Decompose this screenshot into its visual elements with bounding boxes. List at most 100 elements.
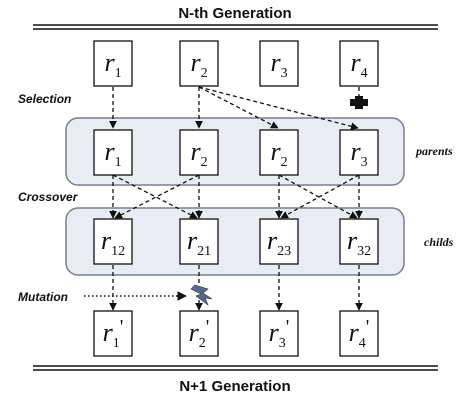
node-label-base: r bbox=[350, 137, 361, 166]
node-label-base: r bbox=[187, 226, 198, 255]
node-label: r2 bbox=[270, 137, 287, 170]
node-box bbox=[179, 129, 219, 176]
node-label-base: r bbox=[270, 48, 281, 77]
node-box bbox=[179, 40, 219, 87]
node-label-sub: 2 bbox=[281, 155, 288, 170]
title-top: N-th Generation bbox=[178, 5, 291, 22]
label-parents: parents bbox=[415, 144, 453, 158]
node-label-sub: 2 bbox=[199, 336, 206, 351]
node-label: r1' bbox=[103, 316, 124, 351]
node-label-base: r bbox=[269, 318, 280, 347]
arrow-cx-6 bbox=[278, 174, 358, 219]
node-parents-3: r2 bbox=[259, 129, 299, 176]
node-label-sub: 4 bbox=[359, 336, 366, 351]
node-box bbox=[259, 129, 299, 176]
label-childs: childs bbox=[424, 235, 454, 249]
node-label-base: r bbox=[189, 318, 200, 347]
node-label-prime: ' bbox=[206, 316, 210, 338]
lightning-bolt-icon bbox=[190, 284, 213, 306]
node-parents-2: r2 bbox=[179, 129, 219, 176]
node-label: r2 bbox=[190, 48, 207, 81]
node-childs-4: r32 bbox=[339, 218, 379, 265]
node-label: r4 bbox=[350, 48, 367, 81]
node-box bbox=[179, 218, 219, 265]
node-label-sub: 2 bbox=[201, 155, 208, 170]
node-label-sub: 12 bbox=[111, 244, 125, 259]
node-box bbox=[339, 218, 379, 265]
node-next-4: r4' bbox=[339, 310, 379, 357]
node-next-1: r1' bbox=[93, 310, 133, 357]
node-label-base: r bbox=[270, 137, 281, 166]
arrow-cx-7 bbox=[280, 174, 360, 219]
node-generation-1: r1 bbox=[93, 40, 133, 87]
node-label-base: r bbox=[104, 48, 115, 77]
node-label: r3 bbox=[270, 48, 287, 81]
node-box bbox=[93, 40, 133, 87]
node-label-prime: ' bbox=[366, 316, 370, 338]
node-label-base: r bbox=[101, 226, 112, 255]
label-crossover: Crossover bbox=[18, 190, 79, 204]
node-label-sub: 1 bbox=[113, 336, 120, 351]
node-label: r12 bbox=[101, 226, 125, 259]
node-label: r1 bbox=[104, 137, 121, 170]
node-label-base: r bbox=[350, 48, 361, 77]
node-label-sub: 3 bbox=[279, 336, 286, 351]
node-label: r4' bbox=[349, 316, 370, 351]
node-box bbox=[259, 218, 299, 265]
node-label: r32 bbox=[347, 226, 371, 259]
node-box bbox=[93, 310, 133, 357]
node-label-base: r bbox=[267, 226, 278, 255]
arrow-cx-3 bbox=[114, 174, 200, 219]
node-generation-3: r3 bbox=[259, 40, 299, 87]
node-box bbox=[259, 40, 299, 87]
node-label-base: r bbox=[190, 48, 201, 77]
node-label: r2' bbox=[189, 316, 210, 351]
node-label-prime: ' bbox=[120, 316, 124, 338]
node-label-base: r bbox=[104, 137, 115, 166]
node-label: r1 bbox=[104, 48, 121, 81]
node-generation-2: r2 bbox=[179, 40, 219, 87]
node-label-base: r bbox=[347, 226, 358, 255]
crossover-arrows bbox=[109, 174, 363, 219]
node-box bbox=[339, 40, 379, 87]
node-label-sub: 4 bbox=[361, 66, 368, 81]
node-box bbox=[339, 129, 379, 176]
node-label: r21 bbox=[187, 226, 211, 259]
node-label-base: r bbox=[349, 318, 360, 347]
parents-panel bbox=[65, 117, 405, 186]
node-box bbox=[179, 310, 219, 357]
node-label-sub: 32 bbox=[357, 244, 371, 259]
node-label-sub: 3 bbox=[361, 155, 368, 170]
node-label-base: r bbox=[190, 137, 201, 166]
arrow-sel-3 bbox=[198, 86, 279, 129]
node-label-sub: 1 bbox=[115, 66, 122, 81]
title-bottom: N+1 Generation bbox=[179, 378, 290, 395]
node-label-prime: ' bbox=[286, 316, 290, 338]
node-childs-1: r12 bbox=[93, 218, 133, 265]
node-box bbox=[339, 310, 379, 357]
node-label-sub: 1 bbox=[115, 155, 122, 170]
node-label: r23 bbox=[267, 226, 291, 259]
node-box bbox=[259, 310, 299, 357]
node-next-3: r3' bbox=[259, 310, 299, 357]
label-mutation: Mutation bbox=[18, 290, 68, 304]
node-label: r3' bbox=[269, 316, 290, 351]
node-label-sub: 3 bbox=[281, 66, 288, 81]
node-label-sub: 23 bbox=[277, 244, 291, 259]
node-label-base: r bbox=[103, 318, 114, 347]
childs-panel bbox=[65, 207, 405, 276]
arrow-sel-4 bbox=[198, 86, 359, 131]
node-label-sub: 2 bbox=[201, 66, 208, 81]
node-next-2: r2' bbox=[179, 310, 219, 357]
next-arrows bbox=[109, 265, 363, 311]
node-parents-1: r1 bbox=[93, 129, 133, 176]
node-childs-3: r23 bbox=[259, 218, 299, 265]
node-box bbox=[93, 129, 133, 176]
node-parents-4: r3 bbox=[339, 129, 379, 176]
discard-block-icon bbox=[350, 96, 368, 109]
arrow-cx-2 bbox=[112, 174, 198, 219]
node-childs-2: r21 bbox=[179, 218, 219, 265]
